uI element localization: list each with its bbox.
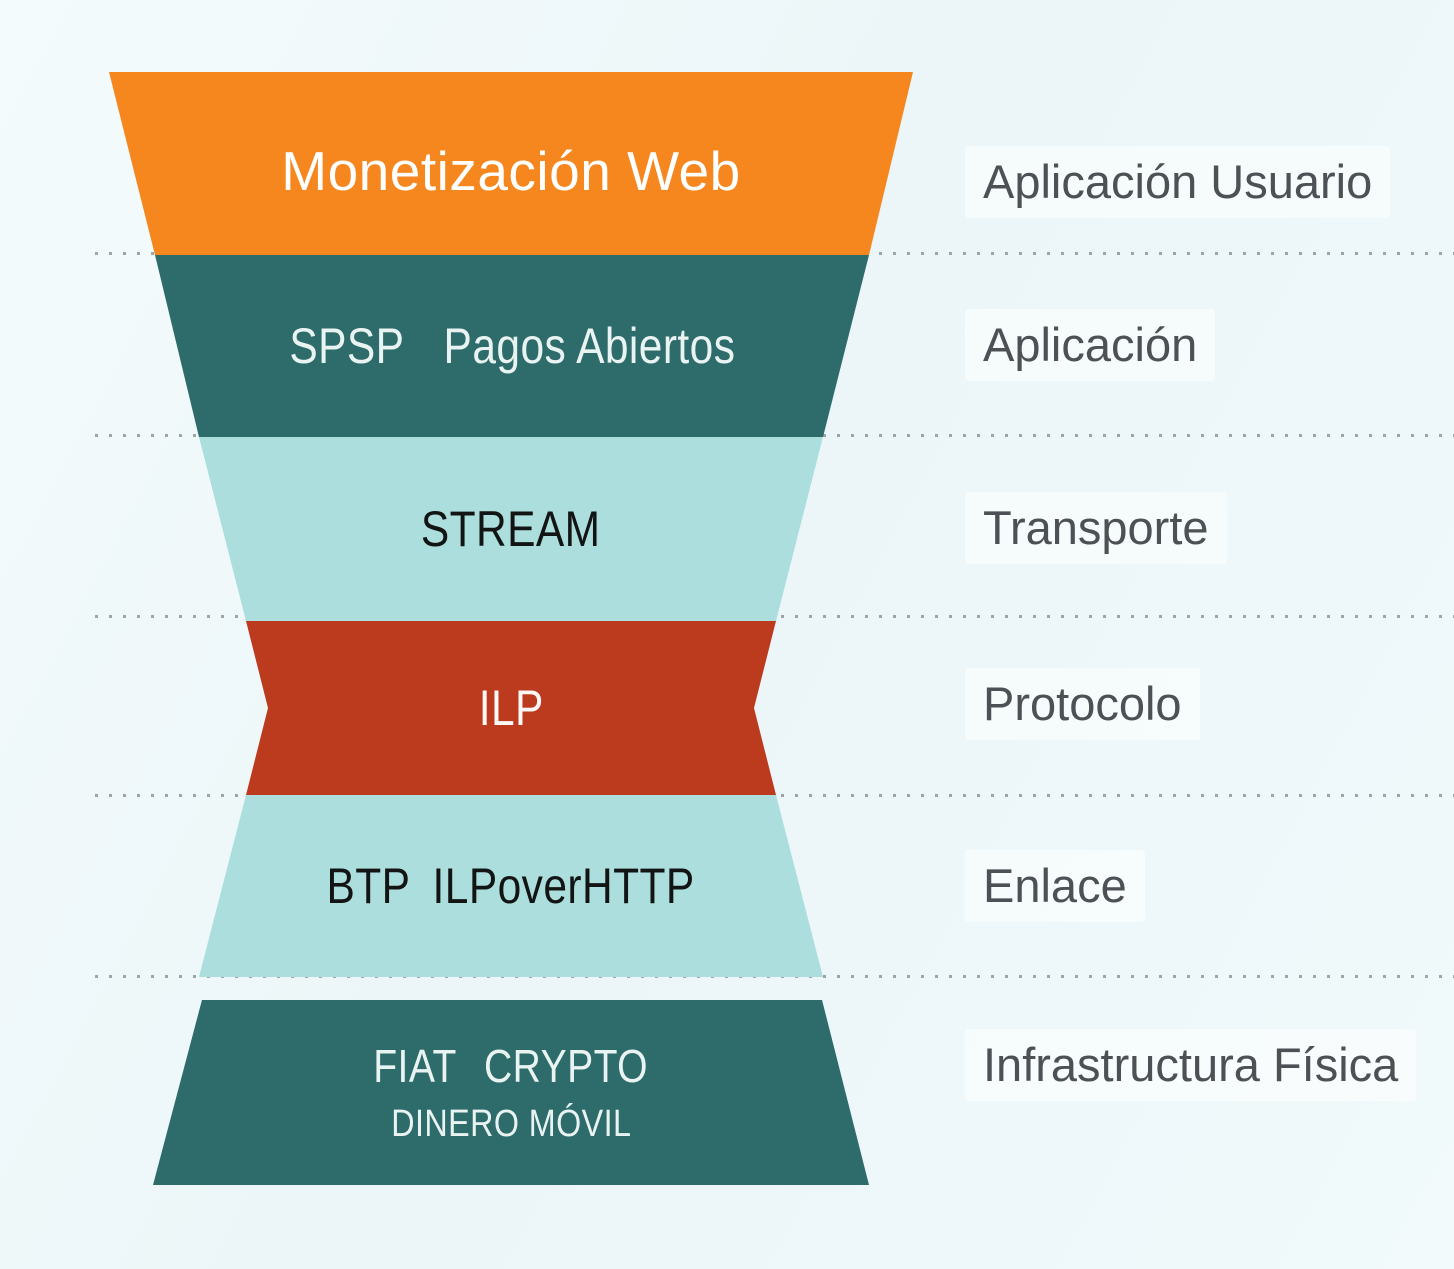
layer-stream: STREAM [199, 437, 823, 621]
btp-label: BTP [326, 858, 411, 914]
side-label-aplicacion-usuario: Aplicación Usuario [965, 146, 1391, 218]
spsp-label: SPSP [288, 318, 405, 374]
layer-btp-label-group: BTP ILPoverHTTP [327, 857, 695, 915]
layer-infra-label-group: FIAT CRYPTO DINERO MÓVIL [349, 1039, 672, 1146]
side-label-protocolo: Protocolo [965, 668, 1200, 740]
layer-btp-ilp-over-http: BTP ILPoverHTTP [199, 795, 823, 977]
stream-label: STREAM [421, 501, 601, 557]
layer-physical-infrastructure: FIAT CRYPTO DINERO MÓVIL [153, 1000, 869, 1185]
ilp-over-http-label: ILPoverHTTP [432, 858, 696, 914]
layer-ilp: ILP [246, 621, 776, 795]
layer-web-monetization: Monetización Web [109, 72, 913, 255]
layer-spsp-label-group: SPSP Pagos Abiertos [289, 317, 735, 375]
ilp-label: ILP [478, 680, 544, 736]
crypto-label: CRYPTO [484, 1040, 649, 1092]
dinero-movil-label: DINERO MÓVIL [390, 1103, 632, 1145]
side-label-transporte: Transporte [965, 492, 1227, 564]
layer-web-monetization-label: Monetización Web [281, 139, 741, 202]
fiat-crypto-row: FIAT CRYPTO [374, 1039, 649, 1093]
layer-spsp-open-payments: SPSP Pagos Abiertos [155, 255, 869, 437]
fiat-label: FIAT [373, 1040, 458, 1092]
side-label-enlace: Enlace [965, 850, 1145, 922]
side-label-infrastructura-fisica: Infrastructura Física [965, 1029, 1417, 1101]
pagos-abiertos-label: Pagos Abiertos [443, 318, 736, 374]
side-label-aplicacion: Aplicación [965, 309, 1216, 381]
